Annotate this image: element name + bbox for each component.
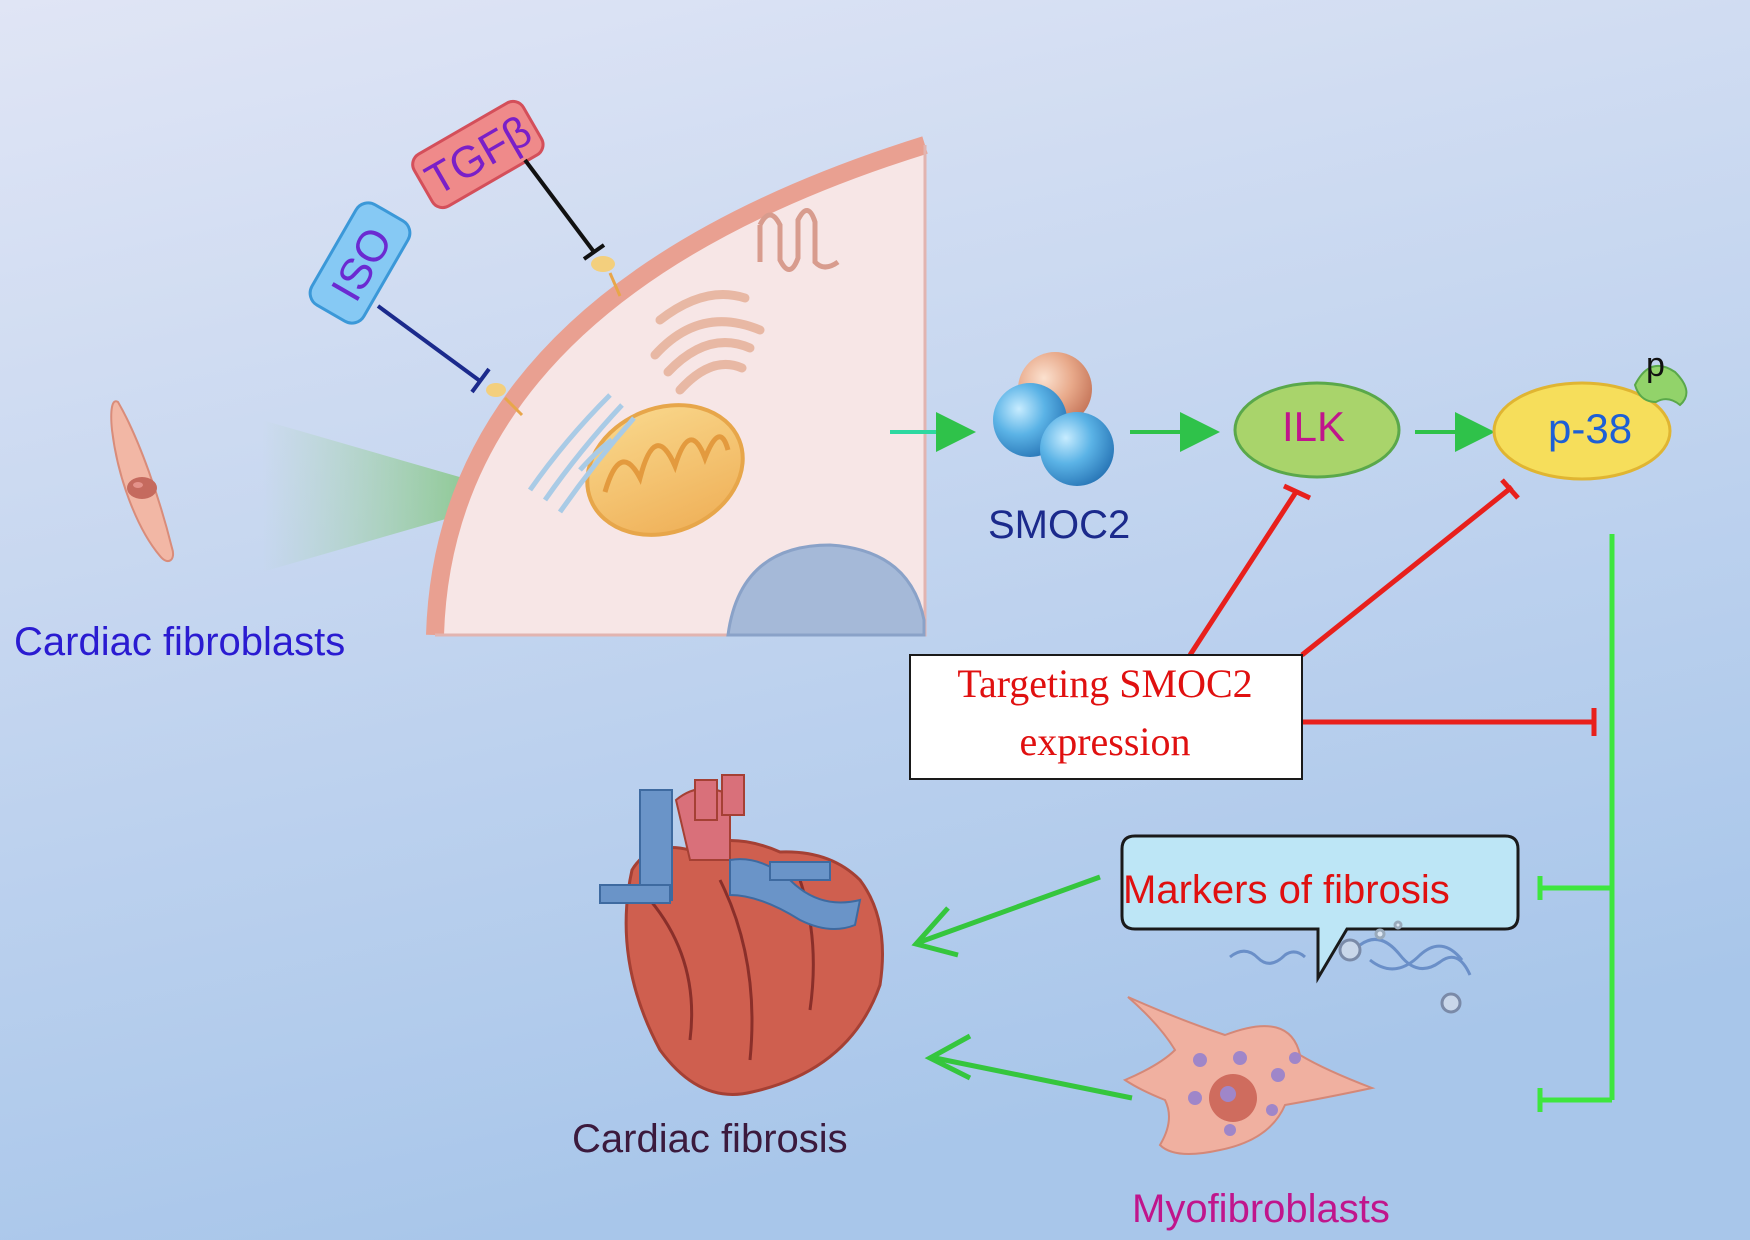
- p38-label: p-38: [1548, 405, 1633, 452]
- phospho-group-icon: [1633, 364, 1688, 407]
- targeting-smoc2-label: Targeting SMOC2 expression: [957, 661, 1253, 764]
- membrane-protein-icon: [757, 208, 840, 272]
- markers-of-fibrosis-label: Markers of fibrosis: [1123, 868, 1450, 912]
- stimulus-cone-arrow: [262, 420, 505, 572]
- cell-cross-section: [426, 136, 928, 637]
- iso-inhibition-line: [376, 304, 482, 383]
- mitochondrion-icon: [585, 403, 745, 537]
- markers-to-heart-arrow: [919, 874, 1101, 945]
- collagen-fibers-icon: [1229, 920, 1472, 1014]
- heart-icon: [599, 774, 884, 1096]
- tgfb-receptor-icon: [591, 256, 622, 297]
- cardiac-fibrosis-label: Cardiac fibrosis: [572, 1117, 848, 1161]
- ilk-label: ILK: [1282, 403, 1346, 450]
- markers-bubble: [1120, 834, 1520, 984]
- endoplasmic-reticulum-icon: [527, 393, 636, 514]
- myofibroblast-cell-icon: [1122, 996, 1376, 1155]
- smoc2-label: SMOC2: [988, 503, 1131, 547]
- targeting-box: [909, 654, 1303, 780]
- cardiac-fibroblasts-label: Cardiac fibroblasts: [14, 620, 346, 664]
- myofibroblasts-to-heart-arrow: [934, 1055, 1133, 1101]
- fibroblast-cell-icon: [110, 400, 174, 563]
- smoc2-protein-icon: [993, 352, 1114, 486]
- myofibroblasts-label: Myofibroblasts: [1132, 1187, 1390, 1231]
- phospho-label: p: [1646, 346, 1665, 384]
- ilk-node: [1233, 381, 1401, 479]
- p38-node: [1492, 381, 1672, 481]
- golgi-apparatus-icon: [650, 290, 765, 395]
- inhibition-lines: [1187, 478, 1597, 736]
- tgfb-inhibition-line: [523, 158, 596, 254]
- activation-bracket: [1537, 534, 1615, 1112]
- iso-receptor-icon: [486, 383, 524, 417]
